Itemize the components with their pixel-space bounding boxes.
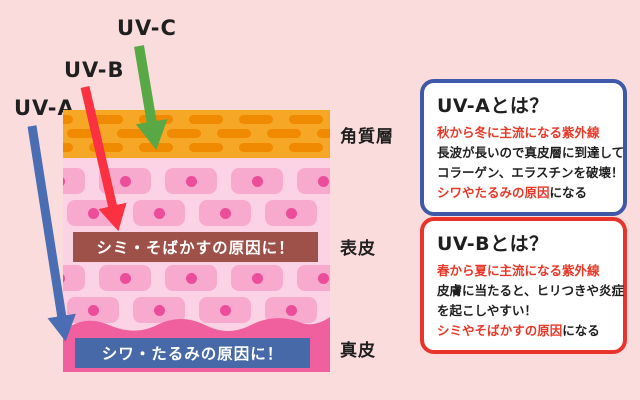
keratin-dash [289,143,323,152]
epidermis-cell [199,200,251,226]
keratin-dash [139,143,173,152]
uv-a-info-title: UV-Aとは？ [437,95,549,117]
uv-b-label: UV-B [64,58,125,82]
epidermis-cell [165,265,217,291]
keratin-dash [239,143,273,152]
epidermis-cell [297,265,330,291]
keratin-dash [63,115,73,124]
epidermis-cell [67,200,119,226]
uv-a-arrow [27,125,76,342]
epidermis-cell [133,200,185,226]
uv-a-info-box: UV-Aとは？ 秋から冬に主流になる紫外線 長波が長いので真皮層に到達して コラ… [420,79,627,216]
uv-a-info-line: シワやたるみの原因になる [437,185,588,200]
uv-b-info-box: UV-Bとは？ 春から夏に主流になる紫外線 皮膚に当たると、ヒリつきや炎症 を起… [420,217,627,354]
keratin-dash [117,129,151,138]
epidermis-label: 表皮 [340,239,376,259]
uv-a-info-line: コラーゲン、エラスチンを破壊！ [437,165,624,180]
uv-c-label: UV-C [117,16,177,40]
keratin-dash [317,129,330,138]
stratum-corneum-label: 角質層 [340,127,394,147]
keratin-dash [63,143,73,152]
uv-b-info-line: 春から夏に主流になる紫外線 [437,263,600,278]
keratin-dash [189,115,223,124]
spots-cause-box: シミ・そばかすの原因に！ [73,232,318,262]
epidermis-cell [165,168,217,194]
spots-cause-label: シミ・そばかすの原因に！ [96,239,295,257]
keratin-dash [89,115,123,124]
uv-b-info-line: シミやそばかすの原因になる [437,323,600,338]
keratin-dash [239,115,273,124]
keratin-dash [267,129,301,138]
epidermis-cell [265,200,317,226]
epidermis-cell [99,265,151,291]
stratum-corneum-layer [63,110,330,158]
keratin-dash [89,143,123,152]
epidermis-cell [297,168,330,194]
uv-a-info-line: 秋から冬に主流になる紫外線 [437,125,600,140]
epidermis-cell [231,265,283,291]
uv-b-info-line: を起こしやすい！ [437,303,537,318]
epidermis-cell [133,297,185,323]
epidermis-cell [199,297,251,323]
epidermis-cell [63,265,85,291]
keratin-dash [289,115,323,124]
uv-b-info-line: 皮膚に当たると、ヒリつきや炎症 [437,283,625,298]
wrinkles-cause-label: シワ・たるみの原因に！ [101,345,284,363]
keratin-dash [67,129,101,138]
keratin-dash [217,129,251,138]
epidermis-cell [99,168,151,194]
keratin-dash [139,115,173,124]
epidermis-cell [231,168,283,194]
wrinkles-cause-box: シワ・たるみの原因に！ [75,338,310,368]
uv-b-info-title: UV-Bとは？ [437,233,549,255]
keratin-dash [189,143,223,152]
dermis-label: 真皮 [340,341,376,361]
uv-a-info-line: 長波が長いので真皮層に到達して [437,145,625,160]
keratin-dash [167,129,201,138]
epidermis-cell [63,168,85,194]
skin-cross-section: シミ・そばかすの原因に！ シワ・たるみの原因に！ [63,110,330,372]
